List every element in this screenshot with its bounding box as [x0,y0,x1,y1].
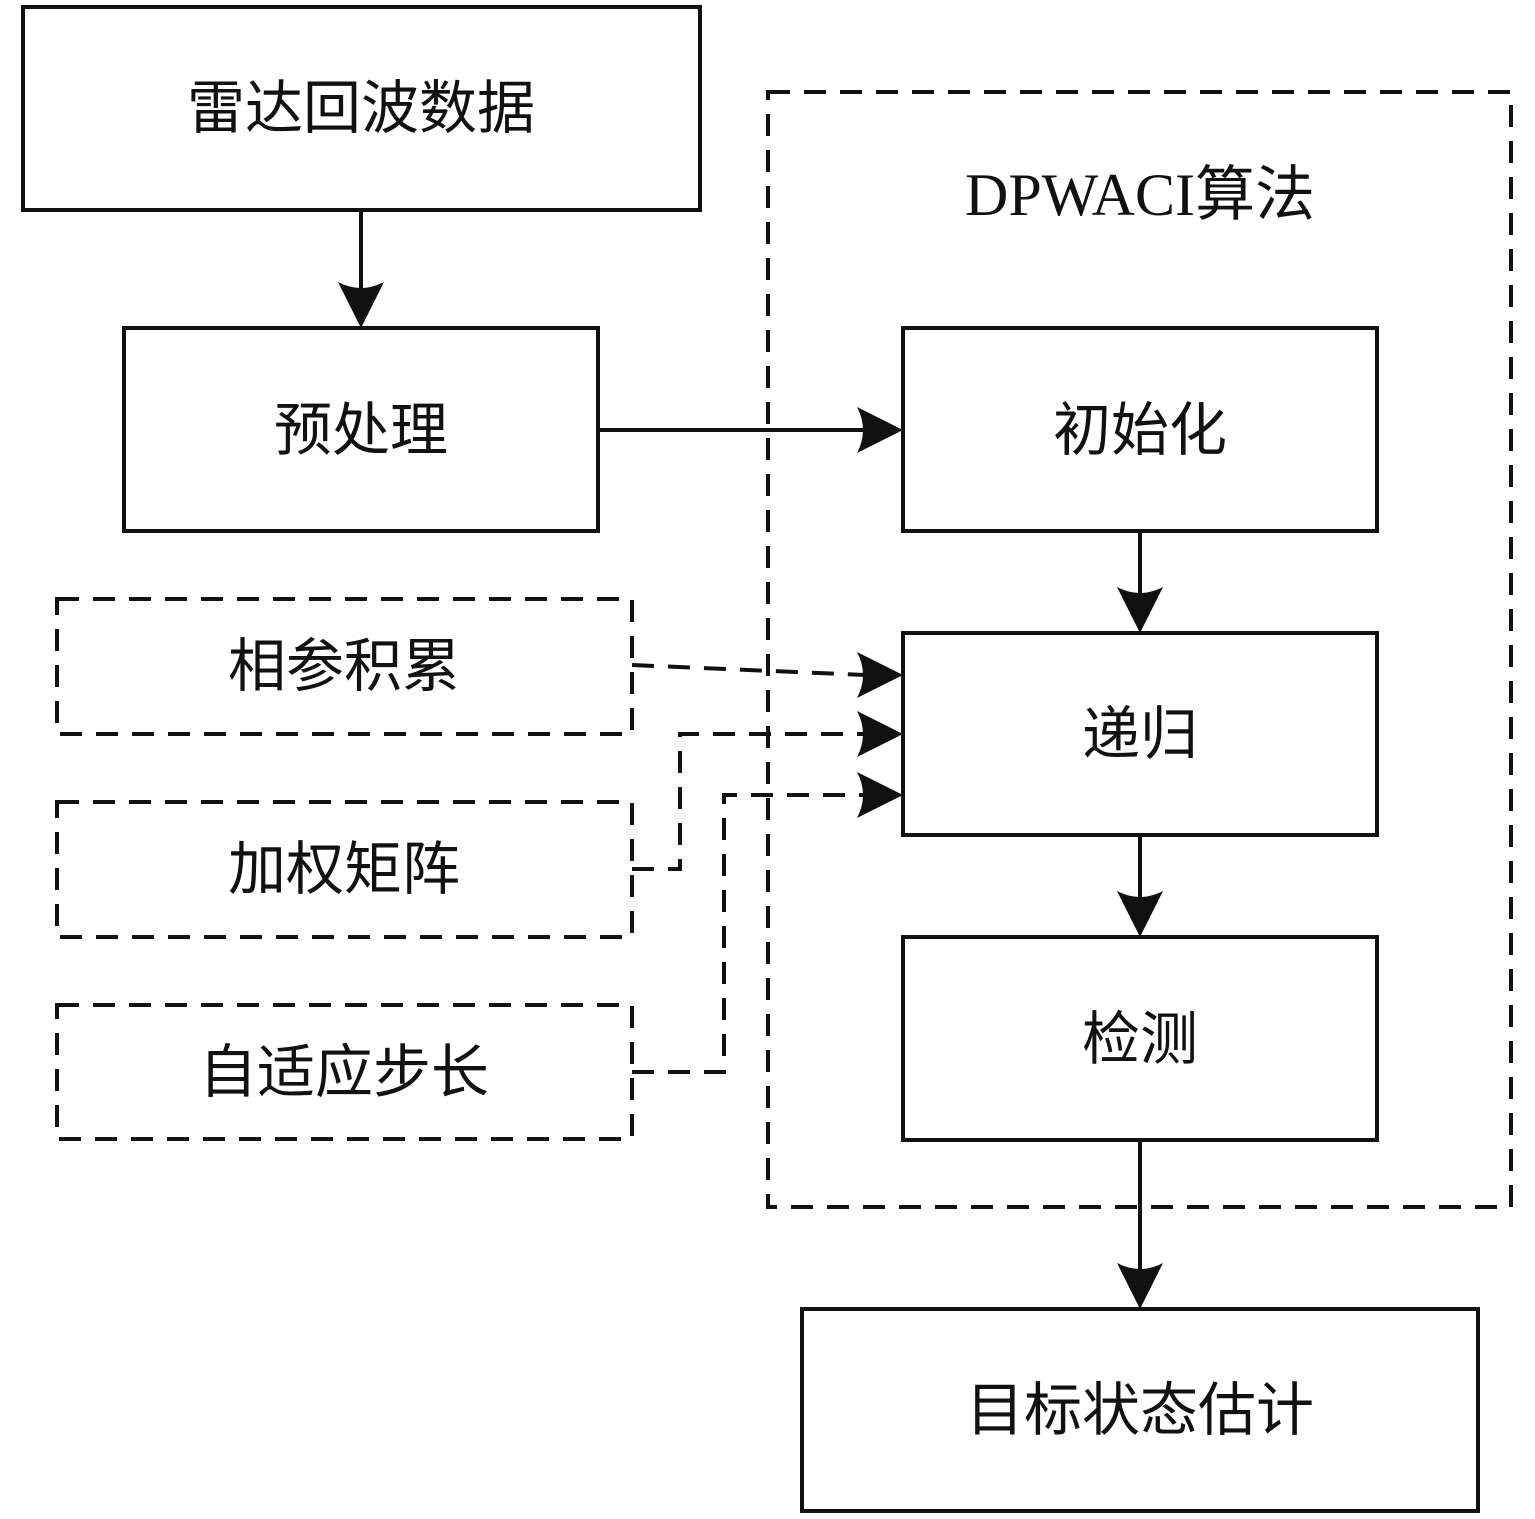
preprocess-box [122,326,600,533]
state-estimate-label: 目标状态估计 [966,1376,1314,1444]
arrowhead-icon [857,407,903,453]
adaptive-step-box [55,1003,634,1141]
arrowhead-icon [857,772,903,818]
edge-preprocess-to-init [598,407,903,453]
detect-label: 检测 [1082,1005,1198,1073]
node-state-estimate: 目标状态估计 [800,1307,1480,1513]
edge-line [632,732,865,871]
dpwaci-group-title: DPWACI算法 [965,162,1315,228]
edge-weight-matrix-to-recursion [632,711,903,871]
phase-accum-label: 相参积累 [228,632,460,700]
arrowhead-icon [1117,891,1163,937]
init-label: 初始化 [1053,396,1227,464]
weight-matrix-box [55,800,634,939]
node-radar-echo: 雷达回波数据 [21,5,702,212]
edge-init-to-recursion [1117,531,1163,633]
node-detect: 检测 [901,935,1379,1142]
node-preprocess: 预处理 [122,326,600,533]
dpwaci-group-boundary [766,90,1513,1209]
edge-line [631,663,866,677]
node-phase-accum: 相参积累 [55,597,634,736]
node-weight-matrix: 加权矩阵 [55,800,634,939]
weight-matrix-label: 加权矩阵 [228,835,460,903]
adaptive-step-label: 自适应步长 [199,1038,489,1106]
edge-recursion-to-detect [1117,835,1163,937]
arrowhead-icon [338,282,384,328]
node-init: 初始化 [901,326,1379,533]
arrowhead-icon [857,711,903,757]
edge-radar-to-preprocess [338,210,384,328]
radar-echo-box [21,5,702,212]
arrowhead-icon [1117,587,1163,633]
edge-adaptive-step-to-recursion [632,772,903,1074]
node-adaptive-step: 自适应步长 [55,1003,634,1141]
edge-line [632,793,865,1074]
node-recursion: 递归 [901,631,1379,837]
arrowhead-icon [857,652,903,698]
preprocess-label: 预处理 [274,396,448,464]
edge-phase-accum-to-recursion [631,652,903,698]
arrowhead-icon [1117,1263,1163,1309]
radar-echo-label: 雷达回波数据 [187,74,535,142]
phase-accum-box [55,597,634,736]
edge-detect-to-state-estimate [1117,1140,1163,1309]
recursion-label: 递归 [1082,700,1198,768]
